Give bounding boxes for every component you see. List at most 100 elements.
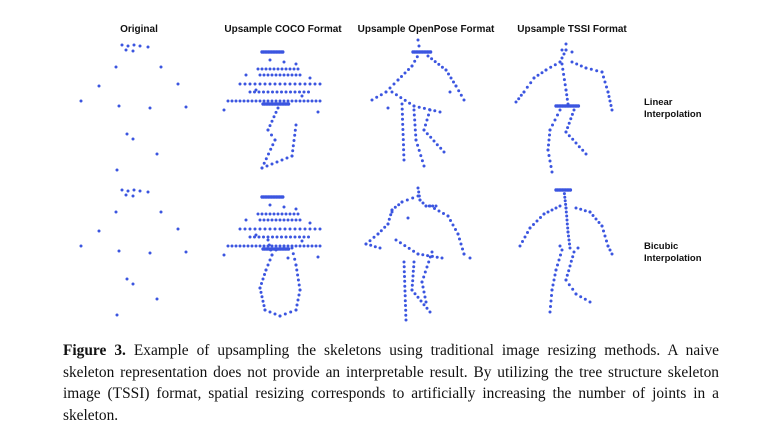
skeleton-dot xyxy=(416,186,420,190)
skeleton-dot xyxy=(556,263,559,267)
skeleton-dot xyxy=(266,73,270,77)
skeleton-dot xyxy=(262,218,266,222)
skeleton-dot xyxy=(310,99,314,103)
skeleton-dot xyxy=(442,212,445,215)
skeleton-dot xyxy=(131,49,135,53)
skeleton-dot xyxy=(536,73,540,77)
skeleton-dot xyxy=(551,283,555,287)
skeleton-dot xyxy=(280,90,283,94)
skeleton-dot xyxy=(283,227,287,231)
skeleton-dot xyxy=(535,219,539,223)
skeleton-dot xyxy=(437,62,441,66)
skeleton-dot xyxy=(401,117,404,121)
skeleton-dot xyxy=(522,90,526,94)
skeleton-dot xyxy=(379,229,383,233)
skeleton-dot xyxy=(608,248,612,252)
skeleton-dot xyxy=(267,243,271,247)
skeleton-dot xyxy=(276,67,280,71)
skeleton-dot xyxy=(608,99,612,103)
skeleton-dot xyxy=(379,93,383,97)
skeleton-dot xyxy=(254,99,258,103)
skeleton-dot xyxy=(410,288,414,292)
skeleton-dot xyxy=(294,218,298,222)
skeleton-dot xyxy=(303,227,307,231)
skeleton-dot xyxy=(259,290,263,294)
skeleton-dot xyxy=(298,218,302,222)
skeleton-dot xyxy=(222,108,226,112)
skeleton-dot xyxy=(268,203,272,207)
skeleton-dot xyxy=(559,253,562,257)
skeleton-dot xyxy=(286,73,290,77)
skeleton-dot xyxy=(583,209,587,213)
skeleton-dot xyxy=(565,222,569,226)
skeleton-dot xyxy=(295,303,299,307)
skeleton-dot xyxy=(274,248,278,252)
skeleton-dot xyxy=(278,73,282,77)
skeleton-dot xyxy=(278,314,282,318)
skeleton-dot xyxy=(412,104,416,108)
skeleton-dot xyxy=(230,244,234,248)
skeleton-dot xyxy=(316,255,320,259)
skeleton-dot xyxy=(238,99,242,103)
skeleton-dot xyxy=(602,229,605,233)
skeleton-dot xyxy=(387,217,391,221)
skeleton-dot xyxy=(579,295,583,299)
skeleton-dot xyxy=(303,82,307,86)
skeleton-dot xyxy=(270,162,274,166)
skeleton-dot xyxy=(552,278,556,282)
skeleton-dot xyxy=(570,60,574,64)
skeleton-dot xyxy=(433,207,436,210)
skeleton-dot xyxy=(567,269,571,273)
skeleton-dot xyxy=(276,106,280,110)
skeleton-dot xyxy=(435,143,439,147)
skeleton-dot xyxy=(306,99,310,103)
skeleton-dot xyxy=(564,42,568,46)
skeleton-dot xyxy=(288,212,292,216)
skeleton-dot xyxy=(284,212,288,216)
skeleton-dot xyxy=(97,84,101,88)
skeleton-dot xyxy=(416,295,420,299)
skeleton-dot-plots xyxy=(79,38,614,322)
skeleton-dot xyxy=(310,244,314,248)
skeleton-dot xyxy=(588,300,592,304)
skeleton-dot xyxy=(401,133,405,136)
skeleton-dot xyxy=(424,300,428,304)
skeleton-dot xyxy=(607,95,611,98)
skeleton-dot xyxy=(572,250,576,254)
skeleton-dot xyxy=(529,81,533,85)
skeleton-dot xyxy=(298,244,302,248)
skeleton-dot xyxy=(386,106,390,110)
skeleton-dot xyxy=(155,152,159,156)
skeleton-dot xyxy=(298,82,302,86)
skeleton-dot xyxy=(294,99,298,103)
skeleton-dot xyxy=(282,60,286,64)
skeleton-dot xyxy=(288,227,292,231)
skeleton-dot xyxy=(468,256,472,260)
skeleton-dot xyxy=(422,164,426,168)
skeleton-dot xyxy=(427,260,431,264)
skeleton-dot xyxy=(273,227,277,231)
skeleton-dot xyxy=(293,257,297,261)
skeleton-dot xyxy=(416,38,420,42)
skeleton-dot xyxy=(547,154,551,157)
skeleton-dot xyxy=(282,218,286,222)
skeleton-dot xyxy=(462,98,466,102)
skeleton-dot xyxy=(449,76,453,80)
skeleton-dot xyxy=(417,105,421,109)
skeleton-dot xyxy=(131,137,135,141)
skeleton-dot xyxy=(262,73,266,77)
skeleton-dot xyxy=(549,305,552,308)
skeleton-dot xyxy=(267,152,270,156)
skeleton-dot xyxy=(606,244,610,248)
skeleton-dot xyxy=(554,268,558,272)
skeleton-dot xyxy=(316,110,320,114)
skeleton-dot xyxy=(368,239,372,243)
skeleton-dot xyxy=(605,239,608,243)
skeleton-dot xyxy=(451,223,455,227)
skeleton-dot xyxy=(184,105,188,109)
skeleton-dot xyxy=(424,123,427,127)
skeleton-dot xyxy=(402,148,406,152)
skeleton-dot xyxy=(407,246,411,250)
column-header-coco: Upsample COCO Format xyxy=(224,24,342,35)
skeleton-dot xyxy=(402,260,406,264)
